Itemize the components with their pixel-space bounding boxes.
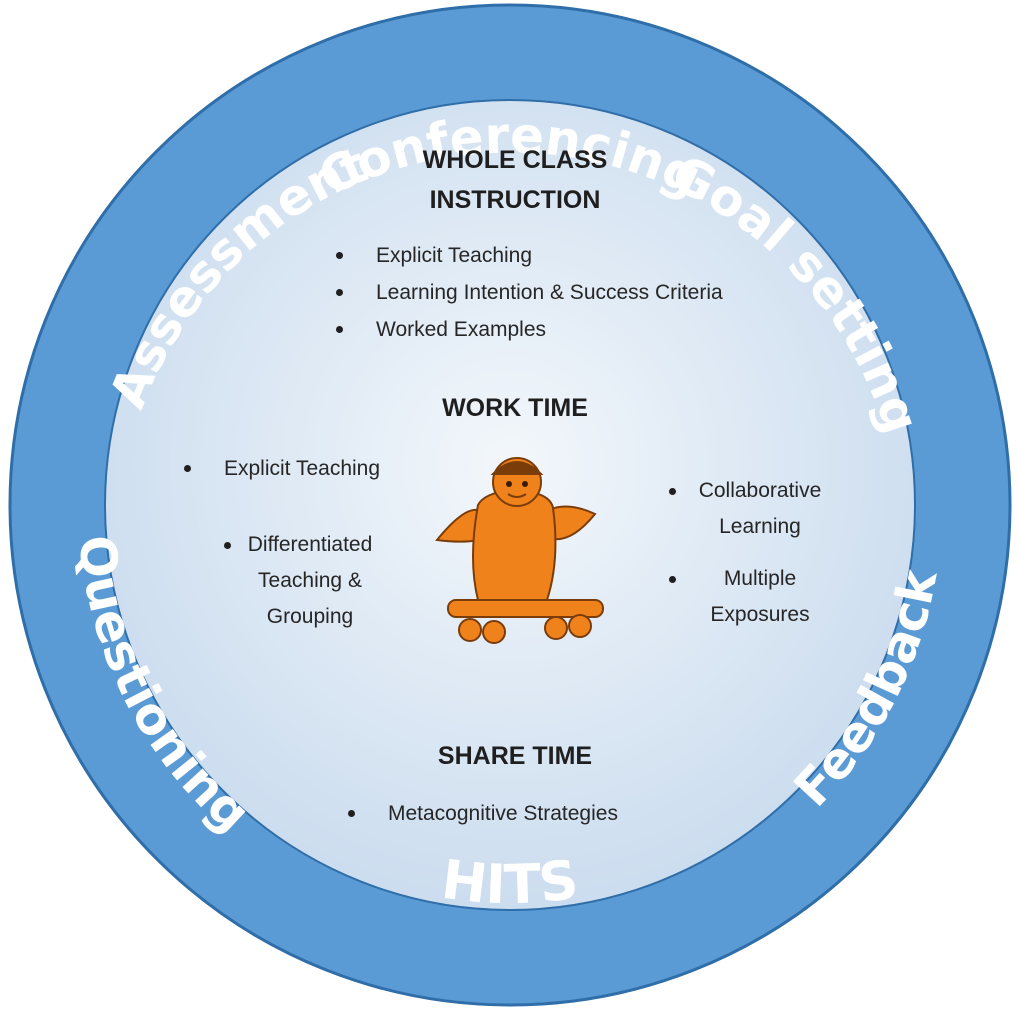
list-item: Explicit Teaching	[334, 237, 814, 274]
list-item: Collaborative Learning	[669, 473, 845, 545]
work-time-right-list: Collaborative Learning Multiple Exposure…	[669, 473, 845, 633]
svg-text:HITS: HITS	[438, 848, 581, 917]
list-item: Differentiated Teaching & Grouping	[224, 527, 390, 635]
whole-class-list: Explicit Teaching Learning Intention & S…	[334, 237, 814, 348]
ring-label-hits: HITS	[438, 848, 581, 917]
list-item: Metacognitive Strategies	[346, 795, 706, 832]
work-time-left-top-list: Explicit Teaching	[182, 450, 442, 487]
work-time-heading: WORK TIME	[442, 394, 588, 422]
share-time-list: Metacognitive Strategies	[346, 795, 706, 832]
list-item: Explicit Teaching	[182, 450, 442, 487]
work-time-left-bottom-list: Differentiated Teaching & Grouping	[224, 527, 390, 635]
mascot-starfish-skateboard	[435, 457, 604, 644]
list-item: Learning Intention & Success Criteria	[334, 274, 814, 311]
list-item: Multiple Exposures	[669, 561, 845, 633]
whole-class-heading-line1: WHOLE CLASS	[422, 146, 608, 174]
share-time-heading: SHARE TIME	[437, 742, 593, 770]
list-item: Worked Examples	[334, 311, 814, 348]
whole-class-instruction-heading: WHOLE CLASS INSTRUCTION	[360, 140, 670, 220]
whole-class-heading-line2: INSTRUCTION	[429, 186, 601, 214]
